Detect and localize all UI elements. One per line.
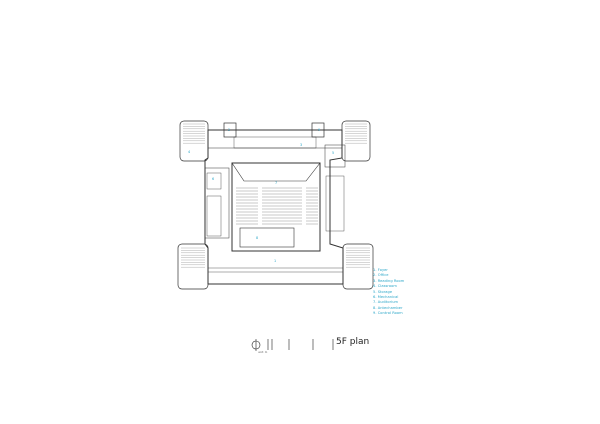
room-legend: 1. Foyer 2. Office 3. Reading Room 4. Cl… [373, 268, 404, 317]
stair-tower-ne [341, 120, 371, 162]
room-tag: 4 [188, 150, 190, 154]
legend-item: 9. Control Room [373, 311, 403, 316]
legend-item: 1. Foyer [373, 268, 388, 272]
room-tag: 8 [256, 236, 258, 240]
room-tag: 5 [332, 151, 334, 155]
antechamber [239, 227, 295, 248]
room-tags: 1 2 3 4 5 6 7 8 9 [188, 128, 334, 263]
legend-item: 8. Antechamber [373, 305, 403, 310]
stair-tower-nw [179, 120, 209, 162]
stair-tower-se [342, 243, 374, 290]
room-tag: 3 [300, 143, 302, 147]
auditorium [231, 162, 321, 252]
scale-and-north [251, 339, 334, 351]
room-storage-top [311, 122, 325, 138]
stair-tower-sw [177, 243, 209, 290]
legend-item: 5. Storage [373, 289, 393, 294]
scale-caption: unit: m [258, 351, 268, 354]
room-office [223, 122, 237, 138]
stair-treads [181, 123, 370, 268]
legend-item: 4. Classroom [373, 284, 397, 289]
room-tag: 9 [318, 128, 320, 132]
legend-item: 6. Mechanical [373, 295, 399, 300]
plan-title: 5F plan [336, 337, 370, 347]
outer-wall [204, 129, 344, 285]
room-tag: 7 [275, 181, 277, 185]
room-tag: 6 [212, 177, 214, 181]
legend-item: 2. Office [373, 273, 389, 278]
auditorium-seating [236, 187, 318, 225]
legend-item: 7. Auditorium [373, 300, 399, 305]
room-tag: 1 [274, 259, 276, 263]
legend-item: 3. Reading Room [373, 278, 405, 283]
room-tag: 2 [228, 128, 230, 132]
